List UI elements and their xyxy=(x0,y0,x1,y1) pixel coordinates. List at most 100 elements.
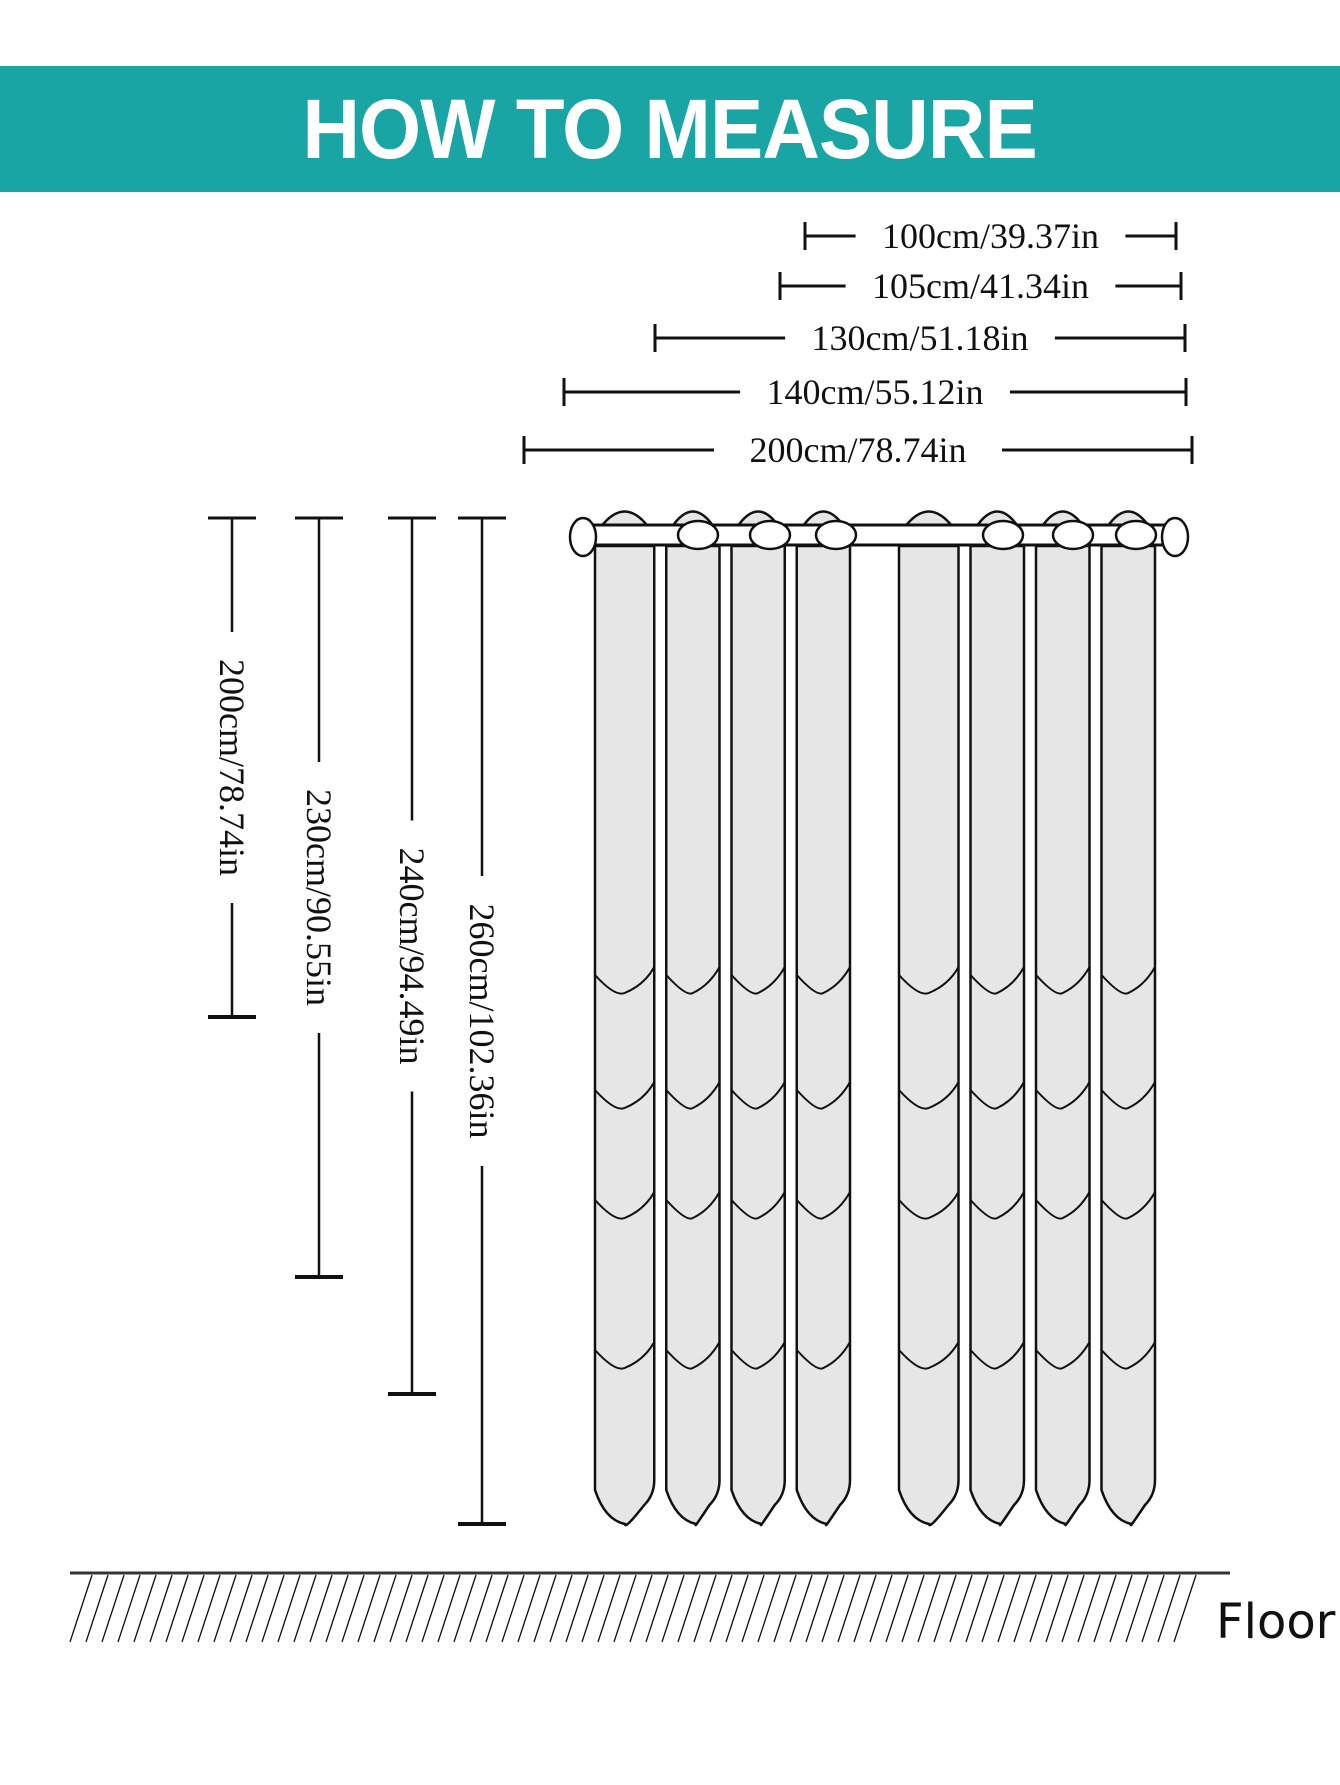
fold-line xyxy=(1100,1191,1156,1220)
fold-line xyxy=(594,1341,656,1370)
floor-hatch xyxy=(1093,1574,1117,1643)
floor: Floor xyxy=(69,1571,1336,1650)
floor-hatch xyxy=(133,1574,157,1643)
floor-hatch xyxy=(741,1574,765,1643)
fold-line xyxy=(969,966,1025,995)
floor-hatch xyxy=(997,1574,1021,1643)
grommet-ring xyxy=(981,519,1025,551)
floor-hatch xyxy=(405,1574,429,1643)
fold-line xyxy=(1100,1341,1156,1370)
curtain-pleat xyxy=(593,544,656,1527)
floor-hatch xyxy=(645,1574,669,1643)
fold-line xyxy=(969,1341,1025,1370)
fold-line xyxy=(898,1191,960,1220)
fold-line xyxy=(665,1081,721,1110)
floor-hatch xyxy=(1125,1574,1149,1643)
floor-hatch xyxy=(597,1574,621,1643)
floor-hatch xyxy=(677,1574,701,1643)
floor-hatch xyxy=(149,1574,173,1643)
fold-line xyxy=(796,1081,851,1110)
fold-line xyxy=(898,1081,960,1110)
floor-hatch xyxy=(325,1574,349,1643)
fold-line xyxy=(898,966,960,995)
width-label: 100cm/39.37in xyxy=(882,216,1099,256)
curtain-pleat xyxy=(1100,544,1157,1527)
floor-hatch xyxy=(485,1574,509,1643)
floor-hatch xyxy=(229,1574,253,1643)
length-dimension-1: 230cm/90.55in xyxy=(295,516,343,1279)
floor-hatch xyxy=(213,1574,237,1643)
curtain-pleat xyxy=(969,544,1026,1527)
floor-hatch xyxy=(1173,1574,1197,1643)
width-dimension-4: 200cm/78.74in xyxy=(522,430,1194,470)
length-dimension-0: 200cm/78.74in xyxy=(208,516,256,1019)
floor-hatch xyxy=(885,1574,909,1643)
curtain-pleat xyxy=(795,544,852,1527)
length-label: 230cm/90.55in xyxy=(299,789,339,1006)
floor-hatch xyxy=(453,1574,477,1643)
floor-hatch xyxy=(965,1574,989,1643)
floor-hatch xyxy=(245,1574,269,1643)
fold-line xyxy=(796,1341,851,1370)
floor-hatch xyxy=(837,1574,861,1643)
rod-finial-right xyxy=(1160,516,1190,558)
width-label: 130cm/51.18in xyxy=(812,318,1029,358)
floor-hatch xyxy=(1157,1574,1181,1643)
floor-hatch xyxy=(1013,1574,1037,1643)
floor-hatch xyxy=(565,1574,589,1643)
fold-line xyxy=(730,966,786,995)
fold-line xyxy=(730,1191,786,1220)
width-dimension-1: 105cm/41.34in xyxy=(778,266,1183,306)
fold-line xyxy=(969,1191,1025,1220)
floor-hatch xyxy=(261,1574,285,1643)
floor-hatch xyxy=(293,1574,317,1643)
floor-hatch xyxy=(117,1574,141,1643)
floor-hatch xyxy=(789,1574,813,1643)
length-label: 200cm/78.74in xyxy=(212,659,252,876)
floor-hatch xyxy=(469,1574,493,1643)
length-dimension-2: 240cm/94.49in xyxy=(388,516,436,1396)
floor-hatch xyxy=(85,1574,109,1643)
length-label: 240cm/94.49in xyxy=(392,848,432,1065)
grommet-ring xyxy=(1051,519,1095,551)
curtain-pleat xyxy=(665,544,721,1527)
curtain-rod xyxy=(568,516,1190,558)
floor-hatch xyxy=(533,1574,557,1643)
floor-hatch xyxy=(805,1574,829,1643)
title-banner: HOW TO MEASURE xyxy=(0,66,1340,192)
floor-label: Floor xyxy=(1216,1594,1336,1650)
grommet-ring xyxy=(1114,519,1158,551)
floor-hatch xyxy=(725,1574,749,1643)
floor-hatch xyxy=(181,1574,205,1643)
right-curtain-panel xyxy=(897,510,1157,1527)
grommet-ring xyxy=(676,519,720,551)
curtain-pleat xyxy=(1034,544,1091,1527)
fold-line xyxy=(969,1081,1025,1110)
fold-line xyxy=(796,1191,851,1220)
fold-line xyxy=(1035,1081,1091,1110)
width-dimension-0: 100cm/39.37in xyxy=(803,216,1178,256)
fold-line xyxy=(730,1081,786,1110)
floor-hatch xyxy=(437,1574,461,1643)
floor-hatch xyxy=(165,1574,189,1643)
floor-hatch xyxy=(1077,1574,1101,1643)
fold-line xyxy=(898,1341,960,1370)
floor-hatch xyxy=(549,1574,573,1643)
floor-hatch xyxy=(853,1574,877,1643)
curtain-pleat xyxy=(730,544,786,1527)
fold-line xyxy=(594,966,656,995)
floor-hatch xyxy=(197,1574,221,1643)
floor-hatch xyxy=(773,1574,797,1643)
width-label: 105cm/41.34in xyxy=(872,266,1089,306)
floor-hatch xyxy=(949,1574,973,1643)
width-label: 140cm/55.12in xyxy=(767,372,984,412)
fold-line xyxy=(1035,966,1091,995)
page-title: HOW TO MEASURE xyxy=(302,81,1038,176)
floor-hatch xyxy=(901,1574,925,1643)
rod-finial-left xyxy=(568,516,598,558)
floor-hatch xyxy=(981,1574,1005,1643)
floor-hatch xyxy=(373,1574,397,1643)
fold-line xyxy=(730,1341,786,1370)
floor-hatch xyxy=(1029,1574,1053,1643)
